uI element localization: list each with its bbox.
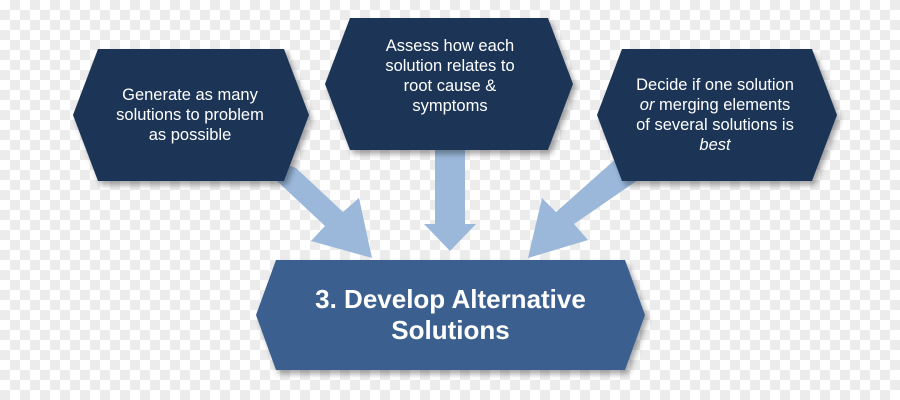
left-hexagon	[73, 49, 309, 181]
right-box-text: Decide if one solution or merging elemen…	[605, 49, 825, 181]
main-hexagon	[256, 260, 645, 370]
right-box-line-2: or merging elements	[636, 95, 794, 115]
main-title-line-2: Solutions	[391, 315, 510, 345]
middle-box-line-2: solution relates to	[385, 57, 515, 75]
arrow-right	[528, 157, 638, 258]
right-hexagon	[597, 49, 837, 181]
right-box-line-2-text: merging elements	[659, 96, 791, 114]
left-box-line-3: as possible	[148, 126, 232, 144]
left-box-line-2: solutions to problem	[116, 106, 264, 124]
right-box-emphasis-best: best	[699, 136, 731, 154]
main-title-line-1: 3. Develop Alternative	[315, 284, 586, 314]
left-box-text: Generate as many solutions to problem as…	[90, 49, 290, 181]
middle-box-text: Assess how each solution relates to root…	[345, 28, 555, 124]
right-box-line-3: of several solutions is	[636, 116, 794, 134]
left-box-line-1: Generate as many	[122, 86, 258, 104]
right-box-line-4: best	[636, 135, 794, 155]
right-box-line-1: Decide if one solution	[636, 76, 794, 94]
arrow-middle	[424, 150, 476, 251]
middle-hexagon	[325, 18, 573, 150]
middle-box-line-3: root cause &	[403, 77, 497, 95]
right-box-emphasis-or: or	[639, 96, 655, 114]
arrow-left	[262, 155, 372, 258]
middle-box-line-4: symptoms	[412, 97, 488, 115]
main-box-text: 3. Develop Alternative Solutions	[256, 260, 645, 370]
middle-box-line-1: Assess how each	[385, 37, 515, 55]
